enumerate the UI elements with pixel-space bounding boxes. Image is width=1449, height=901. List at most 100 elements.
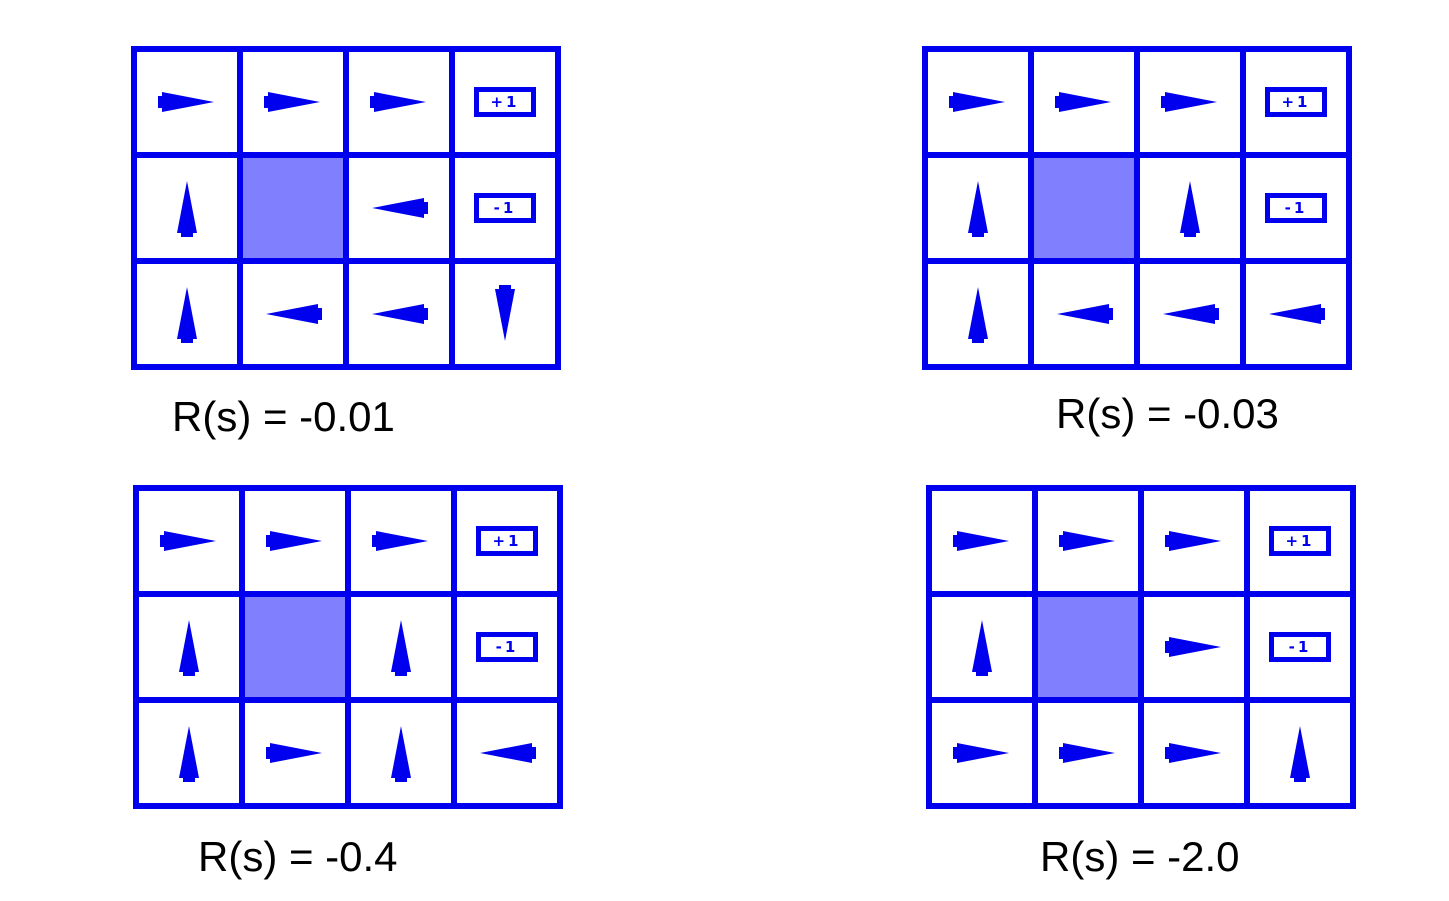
right-arrow-icon: [266, 531, 322, 551]
grid-cell: -1: [1247, 594, 1353, 700]
terminal-plus-one-box: +1: [1265, 87, 1327, 117]
right-arrow-icon: [158, 92, 214, 112]
right-arrow-icon: [372, 531, 428, 551]
left-arrow-icon: [1057, 304, 1113, 324]
grid-cell: [1035, 488, 1141, 594]
terminal-plus-one-box: +1: [474, 87, 536, 117]
left-arrow-icon: [372, 198, 428, 218]
up-arrow-icon: [972, 620, 992, 676]
grid-cell: [346, 261, 452, 367]
grid-cell: [1137, 49, 1243, 155]
up-arrow-icon: [1180, 181, 1200, 237]
right-arrow-icon: [1165, 637, 1221, 657]
left-arrow-icon: [480, 743, 536, 763]
grid-cell: [1141, 488, 1247, 594]
up-arrow-icon: [391, 726, 411, 782]
up-arrow-icon: [177, 181, 197, 237]
right-arrow-icon: [1161, 92, 1217, 112]
terminal-minus-one-box: -1: [474, 193, 536, 223]
left-arrow-icon: [372, 304, 428, 324]
wall-cell: [1031, 155, 1137, 261]
reward-caption-1: R(s) = -0.01: [172, 393, 395, 440]
grid-cell: [348, 594, 454, 700]
grid-cell: +1: [1247, 488, 1353, 594]
right-arrow-icon: [949, 92, 1005, 112]
right-arrow-icon: [1055, 92, 1111, 112]
grid-cell: [929, 594, 1035, 700]
right-arrow-icon: [1165, 531, 1221, 551]
grid-cell: [346, 155, 452, 261]
reward-caption-3: R(s) = -0.4: [198, 833, 398, 880]
right-arrow-icon: [264, 92, 320, 112]
grid-cell: [134, 49, 240, 155]
reward-caption-4: R(s) = -2.0: [1040, 833, 1240, 880]
up-arrow-icon: [391, 620, 411, 676]
left-arrow-icon: [266, 304, 322, 324]
grid-cell: [929, 700, 1035, 806]
grid-cell: -1: [452, 155, 558, 261]
right-arrow-icon: [1059, 743, 1115, 763]
up-arrow-icon: [177, 287, 197, 343]
grid-cell: [1031, 261, 1137, 367]
terminal-minus-one-box: -1: [1269, 632, 1331, 662]
grid-cell: [136, 594, 242, 700]
wall-cell: [242, 594, 348, 700]
grid-cell: [348, 488, 454, 594]
grid-cell: [348, 700, 454, 806]
grid-cell: [1247, 700, 1353, 806]
grid-cell: [136, 700, 242, 806]
up-arrow-icon: [968, 181, 988, 237]
left-arrow-icon: [1163, 304, 1219, 324]
up-arrow-icon: [179, 620, 199, 676]
policy-grid-2: +1 -1: [922, 46, 1352, 370]
grid-cell: +1: [452, 49, 558, 155]
grid-cell: [1137, 261, 1243, 367]
grid-cell: [452, 261, 558, 367]
terminal-minus-one-box: -1: [476, 632, 538, 662]
right-arrow-icon: [160, 531, 216, 551]
down-arrow-icon: [495, 285, 515, 341]
right-arrow-icon: [266, 743, 322, 763]
policy-grid-4: +1 -1: [926, 485, 1356, 809]
up-arrow-icon: [179, 726, 199, 782]
wall-cell: [240, 155, 346, 261]
right-arrow-icon: [1059, 531, 1115, 551]
grid-cell: +1: [454, 488, 560, 594]
right-arrow-icon: [953, 531, 1009, 551]
grid-cell: [242, 700, 348, 806]
up-arrow-icon: [968, 287, 988, 343]
grid-cell: [1141, 594, 1247, 700]
grid-cell: +1: [1243, 49, 1349, 155]
grid-cell: [240, 261, 346, 367]
grid-cell: [346, 49, 452, 155]
policy-grid-3: +1 -1: [133, 485, 563, 809]
grid-cell: [136, 488, 242, 594]
terminal-minus-one-box: -1: [1265, 193, 1327, 223]
terminal-plus-one-box: +1: [1269, 526, 1331, 556]
reward-caption-2: R(s) = -0.03: [1056, 390, 1279, 437]
grid-cell: [925, 49, 1031, 155]
left-arrow-icon: [1269, 304, 1325, 324]
grid-cell: [925, 155, 1031, 261]
grid-cell: [925, 261, 1031, 367]
grid-cell: [1141, 700, 1247, 806]
grid-cell: [454, 700, 560, 806]
grid-cell: [1137, 155, 1243, 261]
grid-cell: [929, 488, 1035, 594]
grid-cell: [1035, 700, 1141, 806]
grid-cell: -1: [454, 594, 560, 700]
wall-cell: [1035, 594, 1141, 700]
policy-grid-1: +1 -1: [131, 46, 561, 370]
grid-cell: [134, 155, 240, 261]
terminal-plus-one-box: +1: [476, 526, 538, 556]
grid-cell: [1031, 49, 1137, 155]
grid-cell: [1243, 261, 1349, 367]
grid-cell: [240, 49, 346, 155]
grid-cell: [242, 488, 348, 594]
right-arrow-icon: [1165, 743, 1221, 763]
right-arrow-icon: [370, 92, 426, 112]
up-arrow-icon: [1290, 726, 1310, 782]
grid-cell: [134, 261, 240, 367]
right-arrow-icon: [953, 743, 1009, 763]
grid-cell: -1: [1243, 155, 1349, 261]
